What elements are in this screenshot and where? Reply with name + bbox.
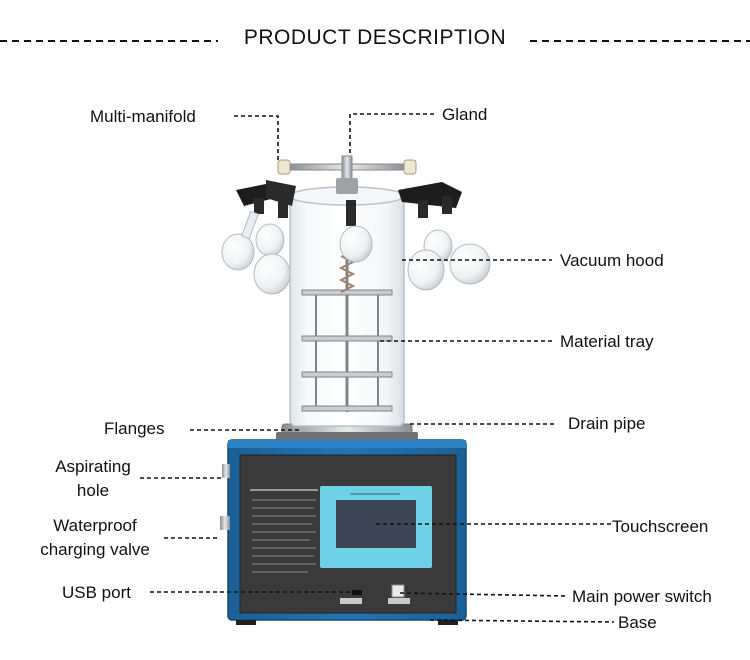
- label-material-tray: Material tray: [560, 332, 654, 351]
- label-waterproof-charging-valve: Waterproof charging valve: [28, 515, 162, 561]
- label-drain-pipe: Drain pipe: [568, 414, 646, 433]
- manifold-center: [339, 200, 373, 263]
- label-waterproof-line2: charging valve: [40, 540, 150, 559]
- label-aspirating-hole-line2: hole: [76, 481, 110, 500]
- label-waterproof-line1: Waterproof: [53, 516, 137, 535]
- title-dashes: [0, 40, 750, 42]
- label-base: Base: [618, 613, 657, 632]
- power-switch-label: [388, 598, 410, 604]
- instruction-text-block: [252, 499, 316, 573]
- label-vacuum-hood: Vacuum hood: [560, 251, 664, 270]
- label-main-power-switch: Main power switch: [572, 587, 712, 606]
- label-multi-manifold: Multi-manifold: [90, 107, 196, 126]
- power-switch: [391, 584, 405, 598]
- page-title: PRODUCT DESCRIPTION: [0, 26, 750, 50]
- label-flanges: Flanges: [104, 419, 165, 438]
- usb-port-label: [340, 598, 362, 604]
- gland: [277, 155, 417, 194]
- usb-port-slot: [352, 590, 362, 595]
- aspirating-hole-fitting: [222, 464, 230, 478]
- title-row: PRODUCT DESCRIPTION: [0, 22, 750, 58]
- cabinet: [220, 439, 467, 625]
- label-touchscreen: Touchscreen: [612, 517, 709, 536]
- manifold-left: [221, 180, 296, 295]
- label-usb-port: USB port: [62, 583, 131, 602]
- manifold-right: [398, 182, 491, 291]
- label-aspirating-hole-line1: Aspirating: [55, 457, 131, 476]
- label-gland: Gland: [442, 105, 488, 124]
- label-aspirating-hole: Aspirating hole: [44, 456, 142, 502]
- leader-lines: [140, 113, 615, 623]
- material-tray: [301, 250, 393, 412]
- waterproof-valve-fitting: [220, 516, 230, 530]
